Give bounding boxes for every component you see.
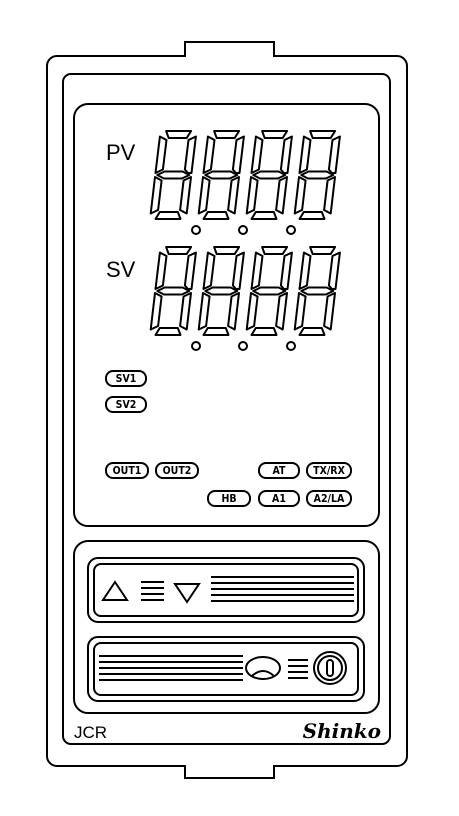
sv-label: SV [106, 257, 136, 282]
upper-key-strip [87, 557, 365, 623]
sv-decimal-dot [191, 341, 201, 351]
svg-text:HB: HB [221, 493, 236, 505]
power-key-icon[interactable] [313, 651, 347, 685]
seven-segment-digit [197, 246, 245, 336]
seven-segment-digit [245, 246, 293, 336]
svg-text:TX/RX: TX/RX [313, 465, 345, 477]
pv-decimal-dot [286, 225, 296, 235]
indicator-out2: OUT2 [155, 462, 199, 479]
svg-text:OUT2: OUT2 [163, 465, 192, 477]
pv-decimal-dot [238, 225, 248, 235]
pv-label: PV [106, 140, 136, 165]
svg-text:A1: A1 [272, 493, 286, 505]
lower-key-strip [87, 636, 365, 702]
brand-logo: Shinko [303, 719, 381, 743]
pv-decimal-dot [191, 225, 201, 235]
indicator-sv2: SV2 [105, 396, 147, 413]
seven-segment-digit [293, 130, 341, 220]
down-arrow-icon[interactable] [173, 583, 201, 604]
model-label: JCR [74, 723, 107, 742]
seven-segment-digit [245, 130, 293, 220]
up-arrow-icon[interactable] [101, 580, 129, 601]
top-clip [184, 41, 275, 57]
svg-text:SV1: SV1 [116, 373, 137, 385]
indicator-hb: HB [207, 490, 251, 507]
indicator-a1: A1 [258, 490, 300, 507]
indicator-a2la: A2/LA [306, 490, 352, 507]
svg-text:A2/LA: A2/LA [314, 493, 345, 505]
sv-decimal-dot [286, 341, 296, 351]
key-grip-icon [141, 581, 164, 601]
inner-bezel [62, 73, 391, 745]
key-grip-icon [211, 576, 354, 602]
key-grip-icon [288, 659, 308, 679]
sv-digit-row [149, 246, 341, 336]
bottom-clip [184, 765, 275, 779]
svg-text:OUT1: OUT1 [113, 465, 142, 477]
indicator-sv1: SV1 [105, 370, 147, 387]
seven-segment-digit [197, 130, 245, 220]
sv-decimal-dot [238, 341, 248, 351]
key-panel [73, 540, 380, 714]
pv-digit-row [149, 130, 341, 220]
svg-text:SV2: SV2 [116, 399, 137, 411]
seven-segment-digit [293, 246, 341, 336]
indicator-out1: OUT1 [105, 462, 149, 479]
display-window [73, 103, 380, 527]
seven-segment-digit [149, 130, 197, 220]
seven-segment-digit [149, 246, 197, 336]
svg-text:AT: AT [273, 465, 286, 477]
mode-key-icon[interactable] [245, 656, 281, 680]
indicator-txrx: TX/RX [306, 462, 352, 479]
indicator-at: AT [258, 462, 300, 479]
outer-housing [46, 55, 408, 767]
key-grip-icon [99, 655, 243, 681]
